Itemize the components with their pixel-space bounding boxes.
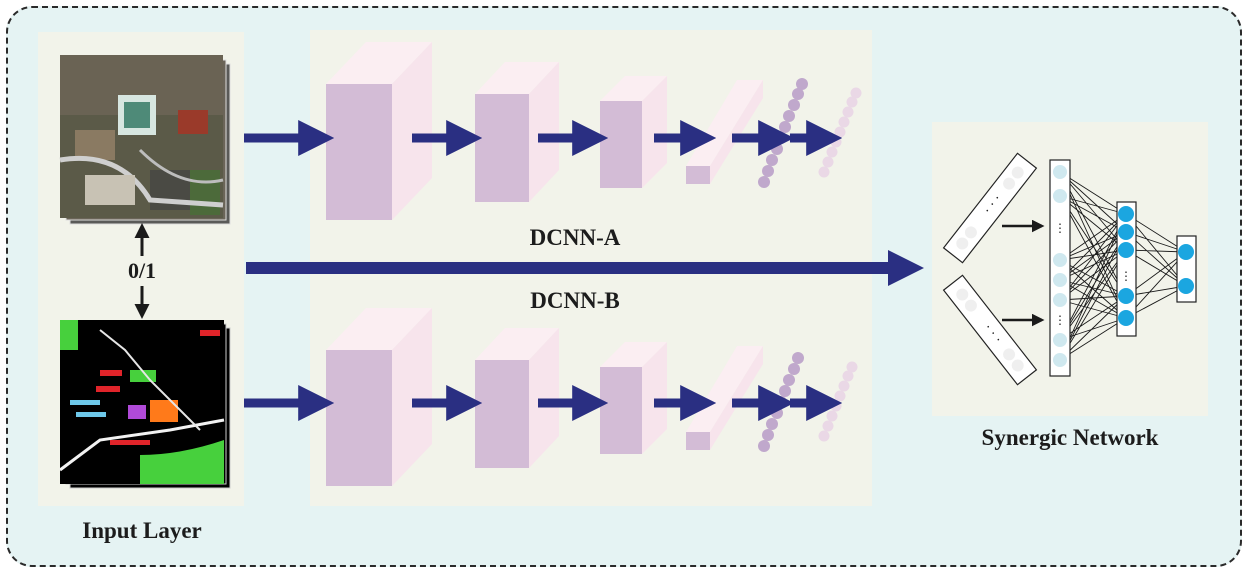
svg-text:⋮: ⋮ (1054, 221, 1066, 235)
dcnn-b-flatten (686, 346, 763, 450)
input-layer-label: Input Layer (82, 518, 202, 543)
dcnn-a-label: DCNN-A (529, 225, 621, 250)
svg-text:⋮: ⋮ (1120, 269, 1132, 283)
synergic-output-layer (1176, 235, 1197, 303)
switch-label: 0/1 (127, 258, 157, 283)
dcnn-a-fc-1 (758, 78, 808, 188)
dcnn-b-layer-3 (600, 342, 667, 454)
dcnn-b-label: DCNN-B (530, 288, 620, 313)
dcnn-a-flatten (686, 80, 763, 184)
synergic-layer-1: ⋮ ⋮ (1049, 159, 1071, 377)
svg-text:⋮: ⋮ (1054, 313, 1066, 327)
aerial-image-stack (59, 55, 231, 225)
dcnn-a-layer-2 (475, 62, 559, 202)
label-map-stack (59, 320, 231, 489)
dcnn-a-layer-3 (600, 76, 667, 188)
dcnn-a-fc-2 (818, 87, 862, 178)
synergic-input-features: · · · · · · (942, 152, 1045, 386)
synergic-connections (1059, 171, 1187, 361)
dcnn-b-layer-2 (475, 328, 559, 468)
synergic-network-label: Synergic Network (981, 425, 1159, 450)
synergic-layer-2: ⋮ (1116, 201, 1137, 337)
dcnn-a-layer-1 (326, 42, 432, 220)
dcnn-b-layer-1 (326, 308, 432, 486)
